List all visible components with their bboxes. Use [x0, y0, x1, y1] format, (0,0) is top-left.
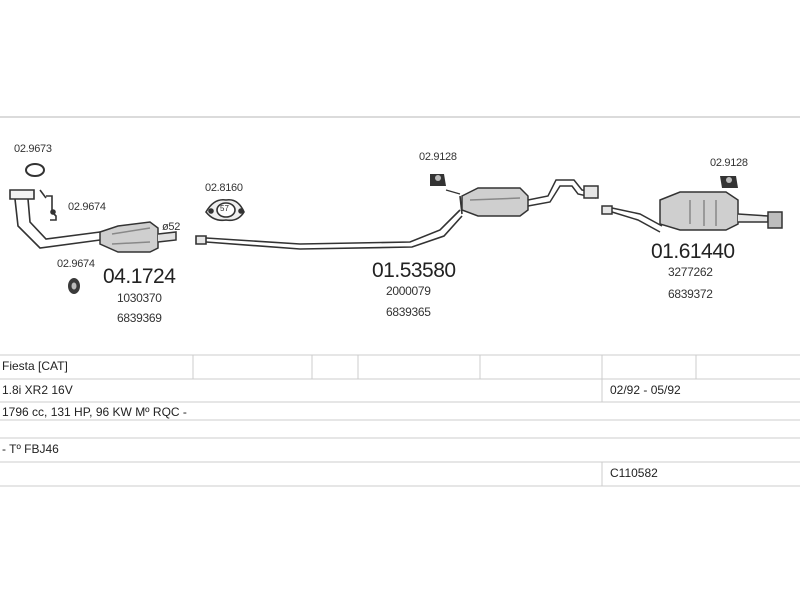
- middle-oe-number-2: 6839365: [386, 305, 431, 319]
- rear-oe-number-1: 3277262: [668, 265, 713, 279]
- production-years: 02/92 - 05/92: [610, 383, 681, 397]
- vehicle-model: Fiesta [CAT]: [2, 359, 68, 373]
- middle-part-number: 01.53580: [372, 259, 456, 282]
- label-mount-lower: 02.9674: [57, 258, 95, 270]
- label-gasket: 02.8160: [205, 182, 243, 194]
- bracket-upper: [46, 195, 57, 221]
- middle-oe-number-1: 2000079: [386, 284, 431, 298]
- label-mount-mid: 02.9128: [419, 151, 457, 163]
- middle-silencer: [461, 179, 599, 217]
- front-part-number: 04.1724: [103, 265, 176, 288]
- gasket: [205, 198, 245, 222]
- middle-pipe: [195, 195, 463, 250]
- system-code: C110582: [610, 466, 658, 480]
- mount-mid: [430, 174, 461, 195]
- rear-oe-number-2: 6839372: [668, 287, 713, 301]
- engine-variant: 1.8i XR2 16V: [2, 383, 73, 397]
- front-oe-number-1: 1030370: [117, 291, 162, 305]
- catalytic-converter: [99, 221, 177, 253]
- gasket-size-text: 57: [220, 204, 229, 213]
- label-bracket-upper: 02.9674: [68, 201, 106, 213]
- mount-lower: [68, 278, 80, 294]
- spec-table-lines: [0, 354, 800, 487]
- front-oe-number-2: 6839369: [117, 311, 162, 325]
- engine-note: - Tº FBJ46: [2, 442, 59, 456]
- rear-silencer: [601, 191, 783, 233]
- label-diameter: ø52: [162, 221, 181, 233]
- clamp-ring: [25, 163, 45, 177]
- front-downpipe: [9, 189, 101, 249]
- mount-rear: [720, 176, 738, 188]
- rear-part-number: 01.61440: [651, 240, 735, 263]
- label-mount-rear: 02.9128: [710, 157, 748, 169]
- label-clamp-ring: 02.9673: [14, 143, 52, 155]
- engine-spec: 1796 cc, 131 HP, 96 KW Mº RQC -: [2, 405, 187, 419]
